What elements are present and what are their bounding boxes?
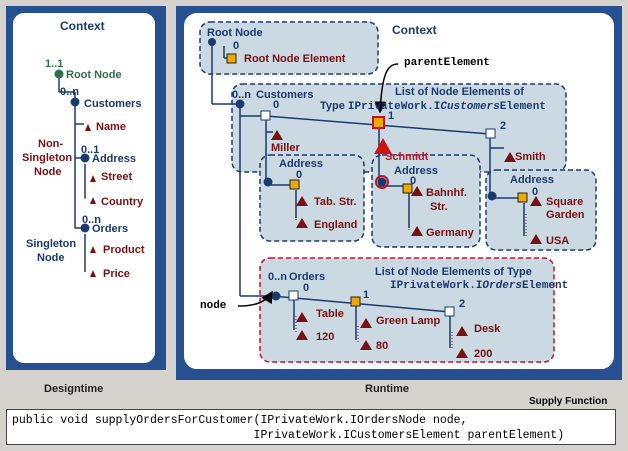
runtime-orders: Orders xyxy=(289,271,326,283)
order-table-price: 120 xyxy=(316,331,335,343)
designtime-context-box xyxy=(11,11,157,365)
singleton-label-1: Singleton xyxy=(26,238,77,250)
customer-smith: Smith xyxy=(515,151,546,163)
runtime-element-squares xyxy=(226,53,528,317)
address-group-2 xyxy=(371,154,481,248)
designtime-customers: Customers xyxy=(84,98,142,110)
order-green-lamp: Green Lamp xyxy=(376,315,441,327)
designtime-street: Street xyxy=(101,171,133,183)
runtime-dotted-lines xyxy=(295,204,527,350)
designtime-attribute-icons xyxy=(85,124,96,277)
nonsingleton-label-1: Non- xyxy=(38,138,64,150)
designtime-context-title: Context xyxy=(60,19,105,33)
runtime-node-dots xyxy=(208,38,497,301)
designtime-product: Product xyxy=(103,244,145,256)
code-line-2: IPrivateWork.ICustomersElement parentEle… xyxy=(12,429,565,442)
runtime-root-node: Root Node xyxy=(207,27,263,39)
customer-index-1: 1 xyxy=(388,110,395,122)
node-pointer-label: node xyxy=(200,300,227,312)
address-group-3 xyxy=(485,169,597,251)
order-lamp-price: 80 xyxy=(376,340,389,352)
customer-miller: Miller xyxy=(271,142,300,154)
runtime-customers-cardinality: 0..n xyxy=(232,89,251,101)
root-element-index: 0 xyxy=(233,40,240,52)
singleton-label-2: Node xyxy=(37,252,65,264)
runtime-context-title: Context xyxy=(392,23,437,37)
designtime-root-node: Root Node xyxy=(66,69,122,81)
order-table: Table xyxy=(316,308,344,320)
address-2-street-2: Str. xyxy=(430,201,448,213)
code-snippet: public void supplyOrdersForCustomer(IPri… xyxy=(6,409,616,445)
nonsingleton-label-2: Singleton xyxy=(22,152,73,164)
address-group-1 xyxy=(259,154,365,242)
orders-node-dot xyxy=(80,223,90,233)
customers-node-dot xyxy=(70,97,80,107)
orders-list-caption-2: IPrivateWork.IOrdersElement xyxy=(390,280,569,292)
root-node-dot xyxy=(54,69,64,79)
order-index-1: 1 xyxy=(363,289,370,301)
customer-index-2: 2 xyxy=(500,120,507,132)
designtime-name: Name xyxy=(96,121,126,133)
selected-address-ring xyxy=(375,175,389,189)
address-node-dot xyxy=(80,153,90,163)
runtime-customers: Customers xyxy=(256,89,314,101)
nonsingleton-label-3: Node xyxy=(34,166,62,178)
address-3-street-1: Square xyxy=(546,196,584,208)
address-3-street-2: Garden xyxy=(546,209,585,221)
root-node-element: Root Node Element xyxy=(244,53,346,65)
address-1-index: 0 xyxy=(296,169,303,181)
customers-cardinality: 0..n xyxy=(60,86,79,98)
orders-list-caption-1: List of Node Elements of Type xyxy=(375,266,532,278)
designtime-price: Price xyxy=(103,268,130,280)
designtime-caption: Designtime xyxy=(44,383,104,395)
runtime-orders-cardinality: 0..n xyxy=(268,271,287,283)
order-index-0: 0 xyxy=(303,282,310,294)
address-2-street-1: Bahnhf. xyxy=(426,187,467,199)
runtime-tree-lines xyxy=(211,44,525,348)
designtime-orders: Orders xyxy=(92,223,129,235)
customers-list-caption-1: List of Node Elements of xyxy=(395,86,524,98)
order-desk: Desk xyxy=(474,323,501,335)
code-line-1: public void supplyOrdersForCustomer(IPri… xyxy=(12,414,468,427)
order-index-2: 2 xyxy=(459,298,466,310)
customers-list-caption-2: Type IPrivateWork.ICustomersElement xyxy=(320,100,546,113)
order-desk-price: 200 xyxy=(474,348,493,360)
customer-index-0: 0 xyxy=(273,99,280,111)
orders-cardinality: 0..n xyxy=(82,214,101,226)
address-1-street: Tab. Str. xyxy=(314,196,357,208)
parent-element-label: parentElement xyxy=(404,57,490,69)
designtime-country: Country xyxy=(101,196,144,208)
address-cardinality: 0..1 xyxy=(81,144,100,156)
node-arrow xyxy=(237,290,273,307)
address-2-label: Address xyxy=(394,165,439,177)
supply-function-label: Supply Function xyxy=(529,396,608,407)
address-2-country: Germany xyxy=(426,227,474,239)
runtime-attribute-icons xyxy=(271,130,542,358)
parent-element-arrow xyxy=(374,63,399,114)
orders-element-list-group xyxy=(259,257,555,363)
address-3-label: Address xyxy=(510,174,555,186)
root-node-group xyxy=(199,21,379,75)
address-3-country: USA xyxy=(546,235,570,247)
address-1-country: England xyxy=(314,219,358,231)
runtime-caption: Runtime xyxy=(365,383,409,395)
address-3-index: 0 xyxy=(532,186,539,198)
root-cardinality: 1..1 xyxy=(45,58,64,70)
schmidt-selected-icon xyxy=(374,138,392,154)
customer-schmidt: Schmidt xyxy=(385,151,429,163)
address-1-label: Address xyxy=(279,158,324,170)
address-2-index: 0 xyxy=(410,175,417,187)
designtime-address: Address xyxy=(92,153,137,165)
